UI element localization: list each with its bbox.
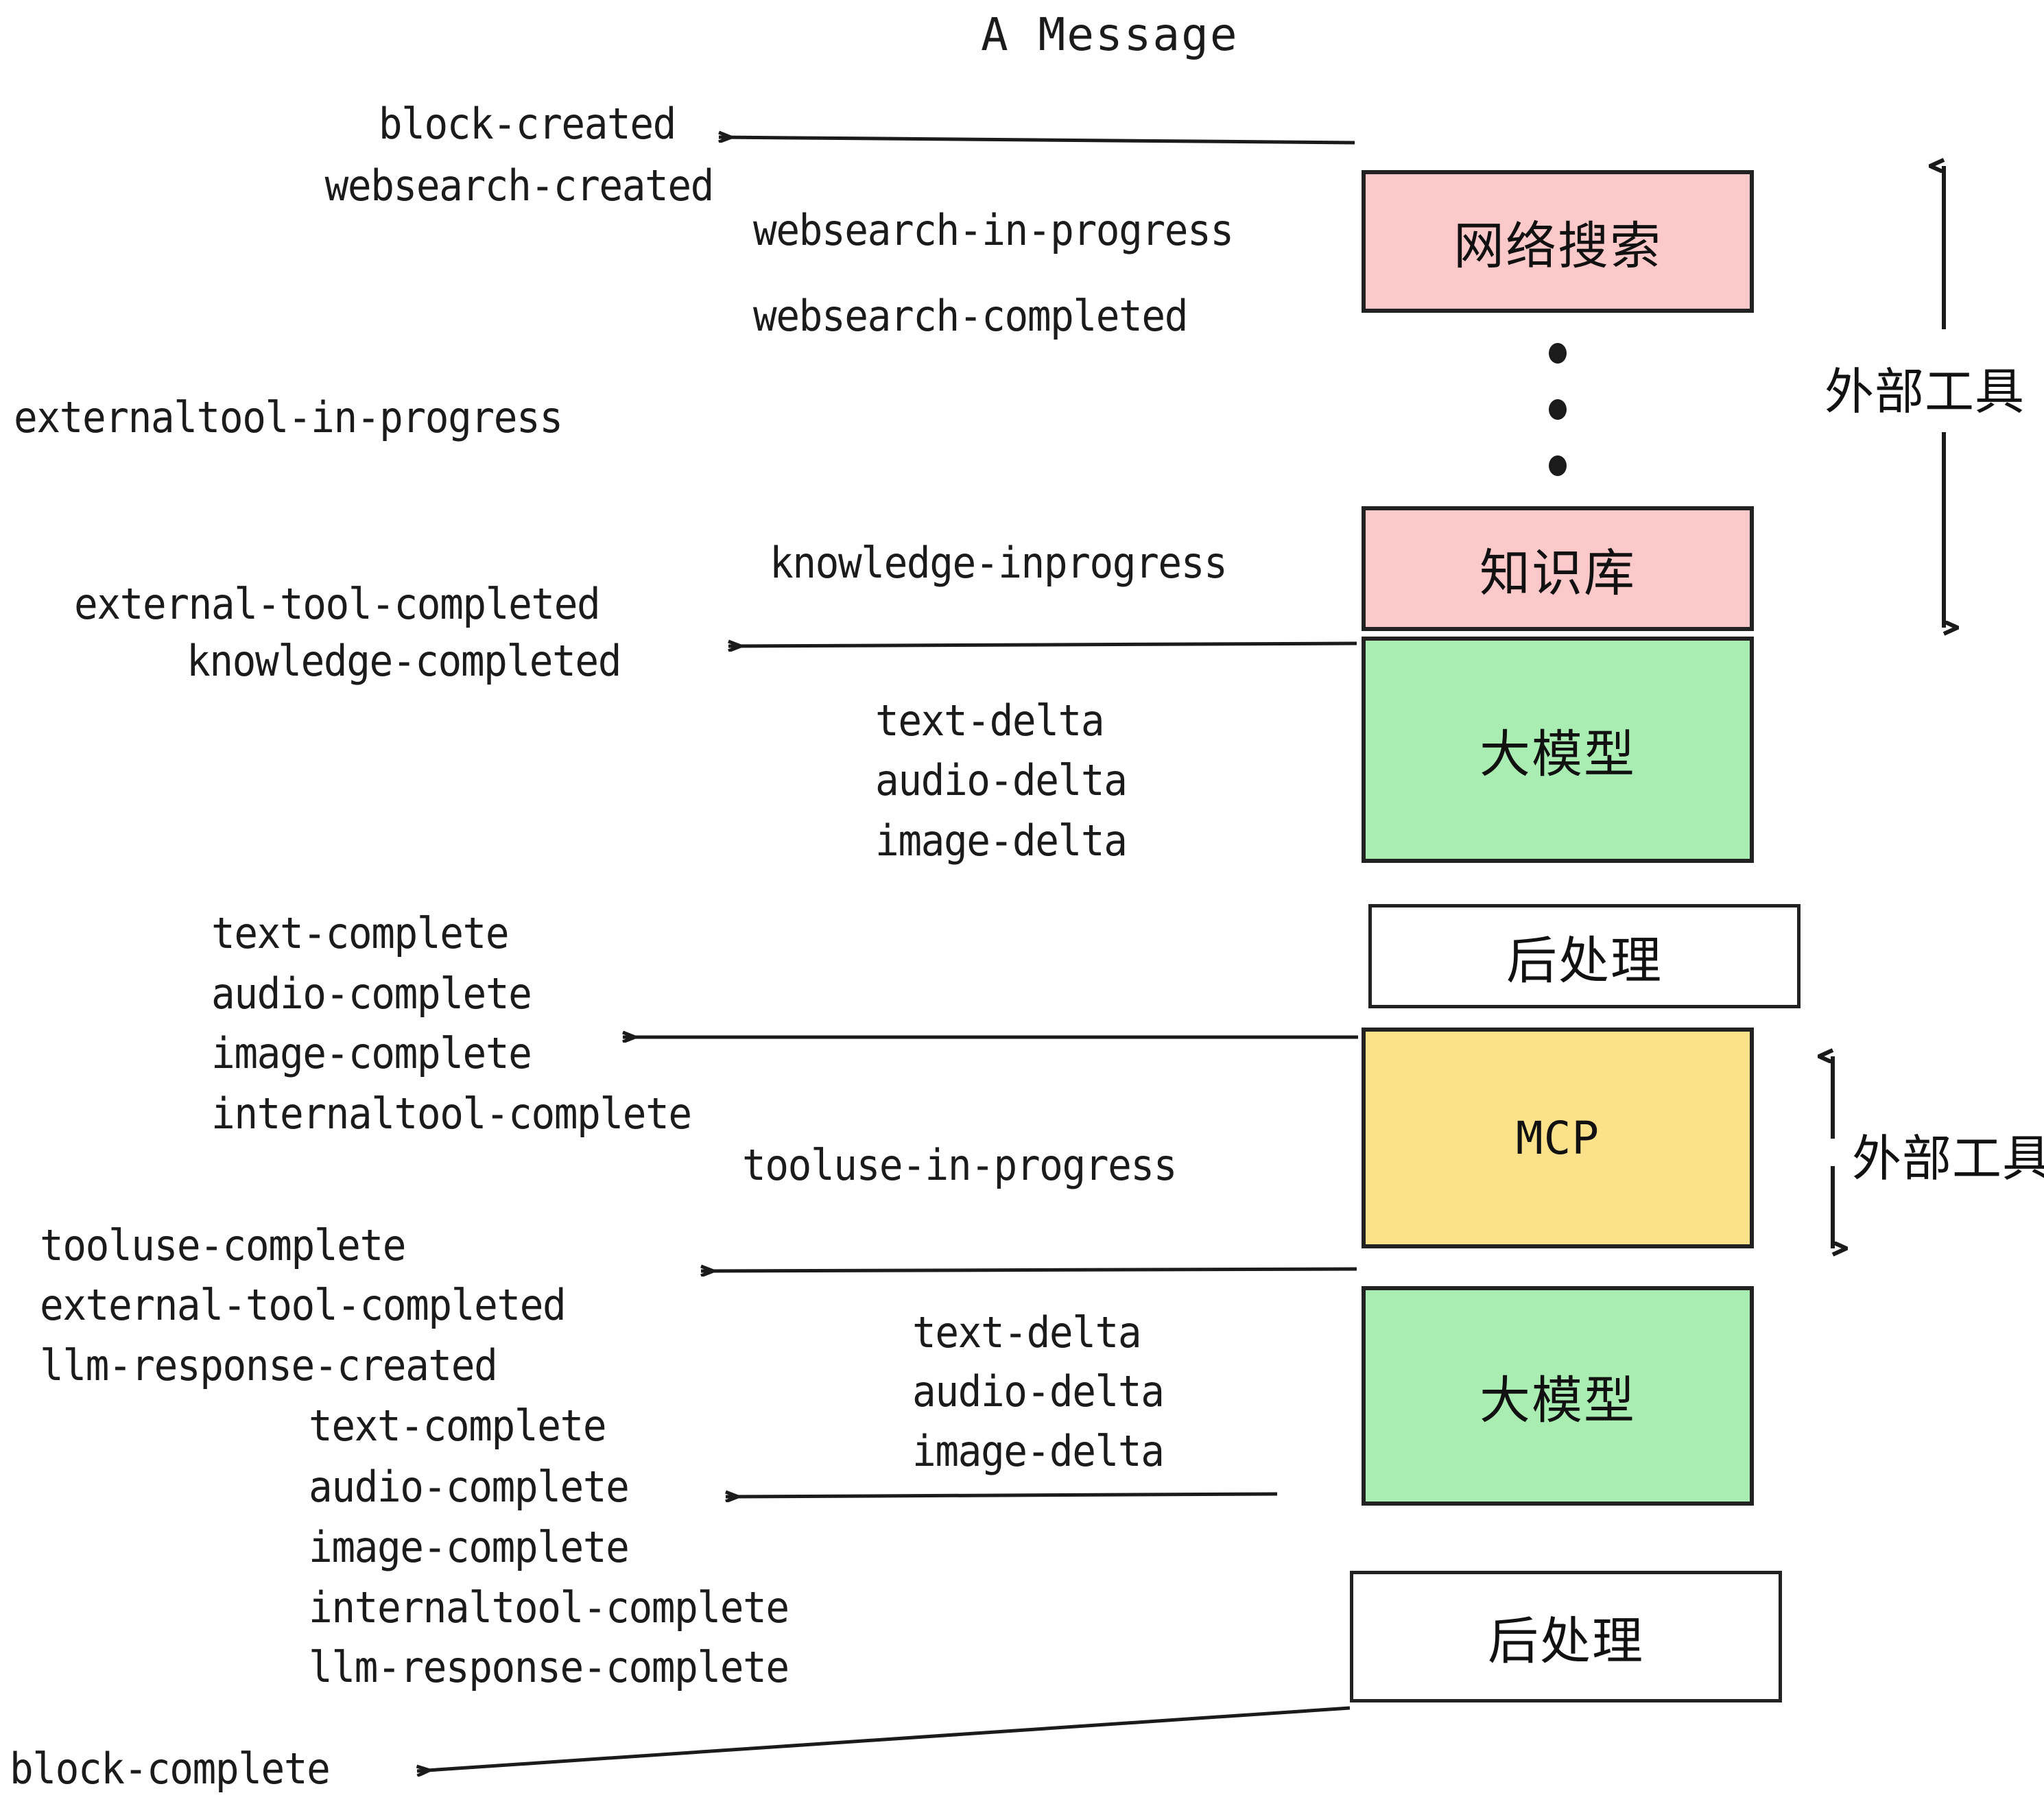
event-knowledge-completed: knowledge-completed [187,636,621,686]
event-internaltool-complete-2: internaltool-complete [309,1582,789,1633]
event-image-delta-1: image-delta [875,816,1128,866]
box-llm-1[interactable]: 大模型 [1362,637,1754,863]
page-title: A Message [981,8,1239,61]
event-external-tool-completed-1: external-tool-completed [74,579,601,629]
box-llm-2-label: 大模型 [1479,1370,1636,1430]
arrow-audio-complete [726,1494,1278,1497]
event-external-tool-completed-2: external-tool-completed [40,1280,567,1330]
event-image-complete-1: image-complete [211,1028,532,1078]
label-external-tools-top: 外部工具 [1825,363,2025,420]
event-text-delta-2: text-delta [912,1307,1142,1357]
event-text-complete-1: text-complete [211,908,510,958]
box-knowledge-label: 知识库 [1479,543,1636,603]
event-image-complete-2: image-complete [309,1522,630,1572]
event-llm-response-complete: llm-response-complete [309,1642,789,1692]
event-tooluse-in-progress: tooluse-in-progress [742,1140,1177,1190]
box-knowledge[interactable]: 知识库 [1362,506,1754,631]
box-websearch[interactable]: 网络搜索 [1362,170,1754,313]
event-text-delta-1: text-delta [875,696,1105,746]
event-image-delta-2: image-delta [912,1426,1165,1476]
event-llm-response-created: llm-response-created [40,1340,498,1390]
event-block-complete: block-complete [10,1744,331,1794]
box-postprocess-2[interactable]: 后处理 [1350,1571,1782,1702]
event-websearch-completed: websearch-completed [753,291,1188,341]
vertical-ellipsis-icon [1549,343,1567,512]
event-tooluse-complete: tooluse-complete [40,1220,407,1270]
box-mcp-label: MCP [1515,1111,1600,1165]
box-websearch-label: 网络搜索 [1453,216,1662,276]
event-text-complete-2: text-complete [309,1401,607,1451]
event-audio-delta-1: audio-delta [875,755,1128,805]
event-externaltool-in-progress: externaltool-in-progress [14,392,563,442]
box-mcp[interactable]: MCP [1362,1028,1754,1248]
event-audio-delta-2: audio-delta [912,1366,1165,1416]
arrow-knowledge-completed [728,643,1357,646]
event-internaltool-complete-1: internaltool-complete [211,1089,692,1139]
box-postprocess-2-label: 后处理 [1488,1611,1644,1671]
arrow-tooluse-complete [701,1269,1357,1271]
box-postprocess-1-label: 后处理 [1506,931,1663,990]
arrow-block-complete [417,1706,1351,1771]
box-llm-1-label: 大模型 [1479,724,1636,784]
box-postprocess-1[interactable]: 后处理 [1368,904,1801,1008]
event-websearch-created: websearch-created [324,161,715,211]
event-audio-complete-1: audio-complete [211,969,532,1019]
event-websearch-in-progress: websearch-in-progress [753,205,1234,255]
box-llm-2[interactable]: 大模型 [1362,1286,1754,1506]
event-block-created: block-created [378,99,677,149]
label-external-tools-bottom: 外部工具 [1852,1130,2044,1187]
event-audio-complete-2: audio-complete [309,1462,630,1512]
event-knowledge-inprogress: knowledge-inprogress [770,538,1228,588]
arrow-websearch-created [719,137,1355,145]
